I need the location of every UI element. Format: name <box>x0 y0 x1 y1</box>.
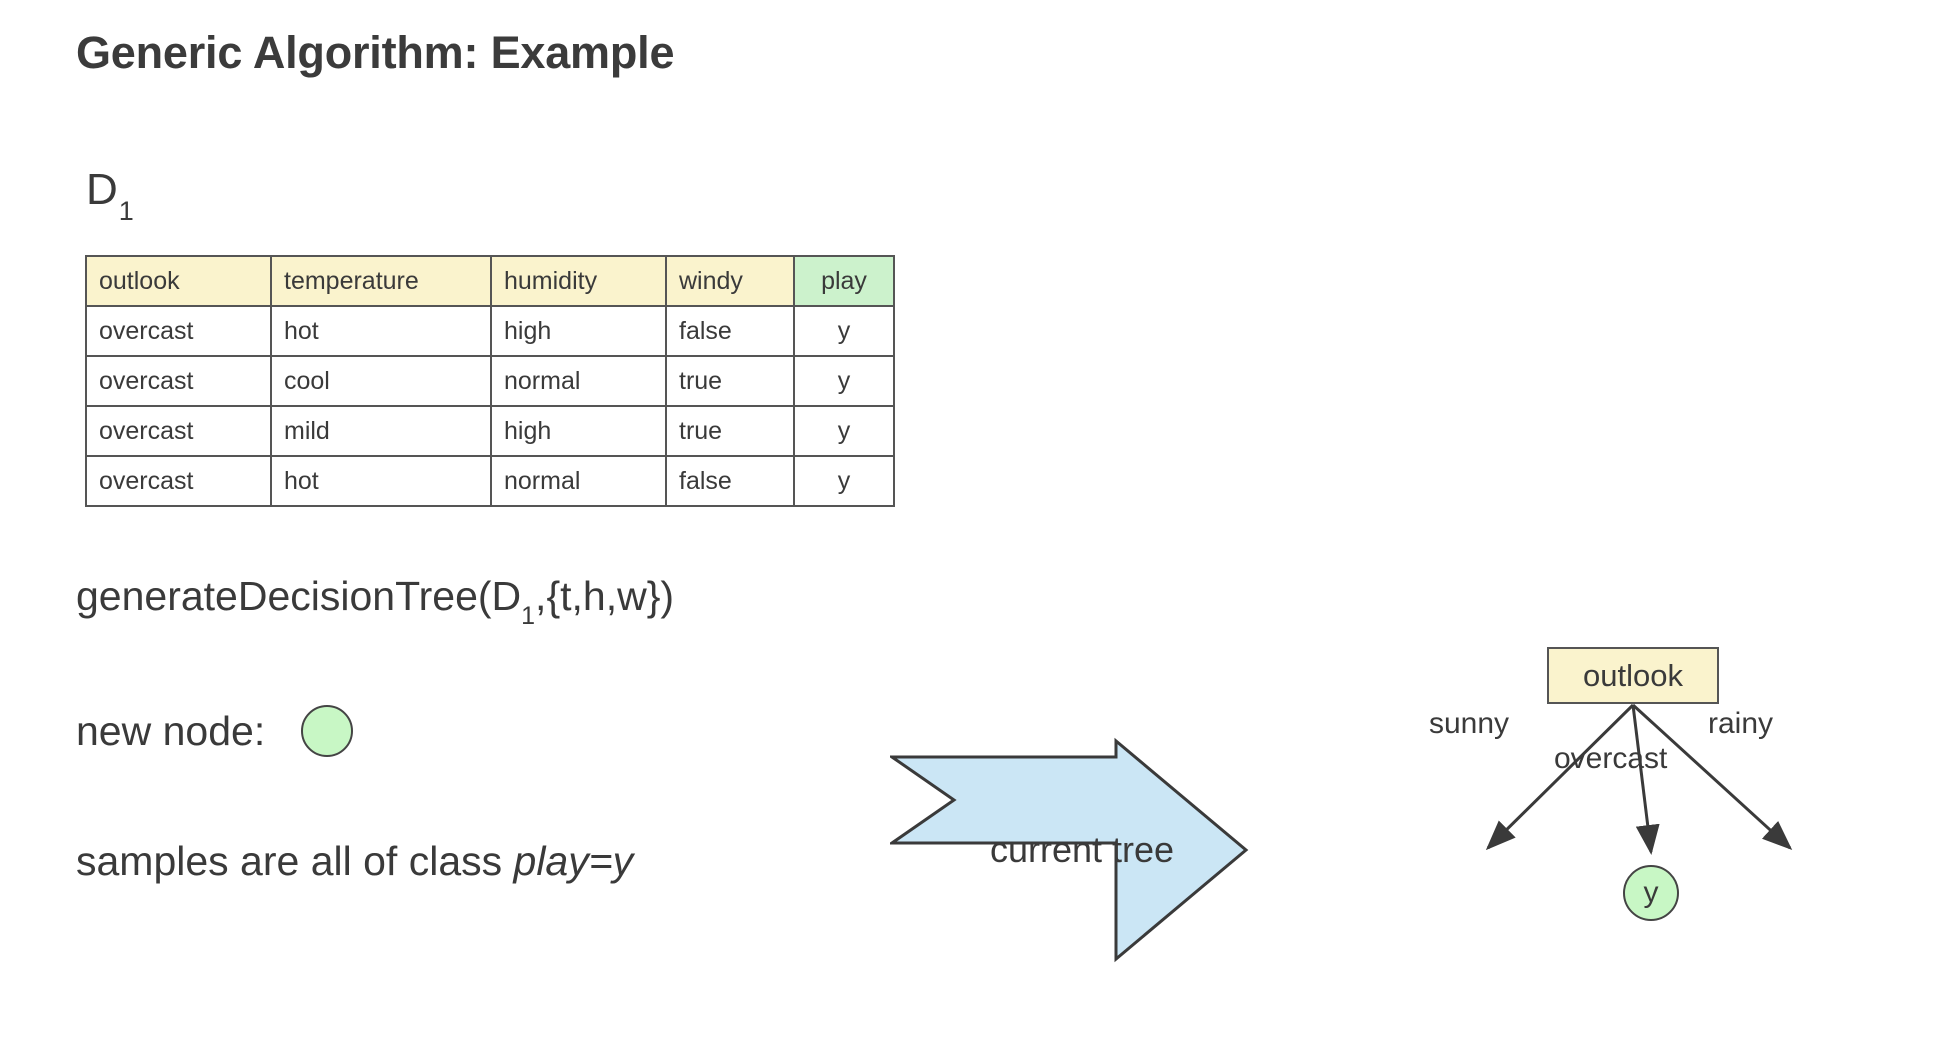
cell-outlook: overcast <box>85 355 272 407</box>
samples-emphasis: play=y <box>513 838 634 884</box>
current-tree-arrow-banner: current tree <box>890 735 1250 965</box>
samples-class-line: samples are all of class play=y <box>76 838 633 885</box>
table-row: overcast hot normal false y <box>85 455 895 507</box>
tree-node-outlook[interactable]: outlook <box>1547 647 1719 704</box>
dataset-label-subscript: 1 <box>118 195 134 226</box>
tree-edge-label-sunny: sunny <box>1429 707 1510 740</box>
new-node-row: new node: <box>76 705 354 757</box>
table-header-row: outlook temperature humidity windy play <box>85 255 895 307</box>
new-node-circle-icon <box>301 705 354 757</box>
cell-temperature: hot <box>270 305 492 357</box>
tree-edge-rainy <box>1631 703 1793 851</box>
table-header-play: play <box>793 255 895 307</box>
cell-play: y <box>793 405 895 457</box>
algorithm-call-line: generateDecisionTree(D1,{t,h,w}) <box>76 573 675 630</box>
dataset-label-base: D <box>86 165 118 214</box>
table-header-humidity: humidity <box>490 255 667 307</box>
table-row: overcast hot high false y <box>85 305 895 357</box>
table-header-outlook: outlook <box>85 255 272 307</box>
call-subscript: 1 <box>521 602 536 631</box>
cell-temperature: mild <box>270 405 492 457</box>
dataset-table: outlook temperature humidity windy play … <box>85 255 895 507</box>
cell-windy: false <box>665 455 795 507</box>
tree-edge-label-overcast: overcast <box>1554 742 1668 775</box>
cell-outlook: overcast <box>85 305 272 357</box>
call-suffix: ,{t,h,w}) <box>535 573 675 619</box>
tree-edge-label-rainy: rainy <box>1708 707 1774 740</box>
cell-play: y <box>793 455 895 507</box>
right-arrow-icon <box>890 737 1249 963</box>
cell-windy: true <box>665 355 795 407</box>
cell-outlook: overcast <box>85 405 272 457</box>
cell-temperature: cool <box>270 355 492 407</box>
table-row: overcast mild high true y <box>85 405 895 457</box>
tree-edges <box>1485 703 1793 855</box>
cell-humidity: normal <box>490 455 667 507</box>
cell-outlook: overcast <box>85 455 272 507</box>
new-node-label: new node: <box>76 707 266 754</box>
call-prefix: generateDecisionTree(D <box>76 573 522 619</box>
table-row: overcast cool normal true y <box>85 355 895 407</box>
tree-leaf-node-y[interactable]: y <box>1623 865 1679 921</box>
dataset-label: D1 <box>86 165 134 225</box>
cell-windy: false <box>665 305 795 357</box>
samples-prefix: samples are all of class <box>76 838 514 884</box>
table-header-temperature: temperature <box>270 255 492 307</box>
cell-temperature: hot <box>270 455 492 507</box>
cell-humidity: high <box>490 405 667 457</box>
cell-play: y <box>793 305 895 357</box>
cell-humidity: high <box>490 305 667 357</box>
cell-humidity: normal <box>490 355 667 407</box>
decision-tree-diagram: outlook sunny overcast rainy y <box>1420 620 1880 960</box>
arrow-body <box>890 737 1249 963</box>
cell-windy: true <box>665 405 795 457</box>
table-header-windy: windy <box>665 255 795 307</box>
page-title: Generic Algorithm: Example <box>76 27 675 78</box>
tree-edge-sunny <box>1485 703 1635 851</box>
tree-edge-overcast <box>1631 704 1660 855</box>
cell-play: y <box>793 355 895 407</box>
